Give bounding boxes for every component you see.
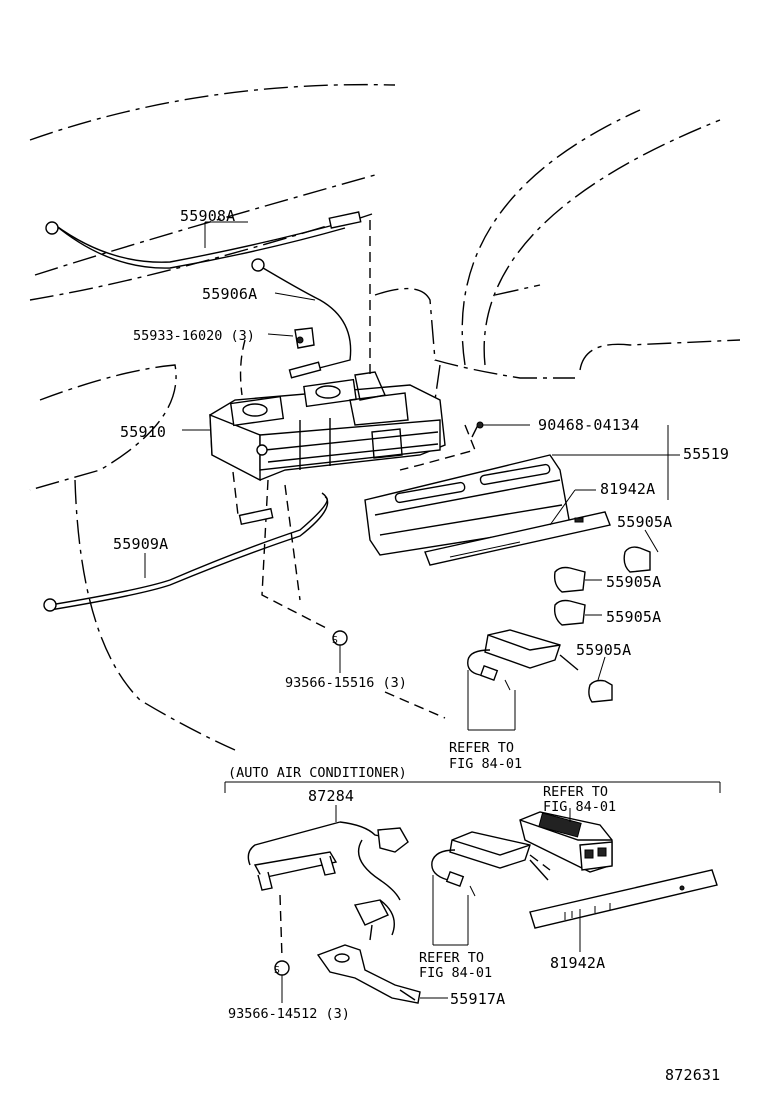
clip-55933 [267, 327, 315, 349]
label-refer-mid-2: FIG 84-01 [543, 799, 616, 815]
cable-55908A [45, 211, 373, 269]
label-55519: 55519 [683, 445, 729, 463]
screw-93566-15516 [332, 630, 446, 719]
label-55917A: 55917A [450, 990, 505, 1008]
label-81942A-bottom: 81942A [550, 954, 605, 972]
panel-55519 [364, 421, 680, 556]
label-55910: 55910 [120, 423, 166, 441]
bulb-assembly-top [467, 629, 579, 731]
label-refer-mid-1: REFER TO [543, 784, 608, 800]
label-87284: 87284 [308, 787, 354, 805]
display-module [519, 808, 613, 873]
label-55905A-2: 55905A [606, 573, 661, 591]
cable-55906A [251, 258, 352, 379]
strip-81942A-bottom [529, 869, 718, 952]
label-refer-bot-1: REFER TO [419, 950, 484, 966]
label-81942A-top: 81942A [600, 480, 655, 498]
screw-93566-14512 [274, 960, 290, 1003]
label-refer-top-1: REFER TO [449, 740, 514, 756]
dashboard-outline [29, 83, 741, 751]
bulb-assembly-mid [431, 831, 549, 946]
bracket-55917A [316, 944, 448, 1004]
screw-symbol-2: S [274, 965, 280, 976]
label-55905A-3: 55905A [606, 608, 661, 626]
label-refer-bot-2: FIG 84-01 [419, 965, 492, 981]
section-title: (AUTO AIR CONDITIONER) [228, 765, 407, 781]
label-55908A: 55908A [180, 207, 235, 225]
section-bracket [224, 781, 721, 793]
strip-81942A-top [424, 489, 611, 566]
label-55906A: 55906A [202, 285, 257, 303]
label-93566-15516: 93566-15516 (3) [285, 675, 407, 691]
screw-symbol-1: S [332, 635, 338, 646]
part-labels: 55908A 55906A 55933-16020 (3) 55910 9046… [113, 207, 729, 1084]
sensor-87284 [247, 805, 409, 941]
figure-id: 872631 [665, 1066, 720, 1084]
label-55909A: 55909A [113, 535, 168, 553]
knobs-55905A [553, 529, 659, 703]
heater-control-55910 [182, 371, 446, 482]
label-55933-16020: 55933-16020 (3) [133, 328, 255, 344]
label-55905A-1: 55905A [617, 513, 672, 531]
label-55905A-4: 55905A [576, 641, 631, 659]
cable-55909A [43, 492, 329, 612]
label-90468-04134: 90468-04134 [538, 416, 640, 434]
label-93566-14512: 93566-14512 (3) [228, 1006, 350, 1022]
label-refer-top-2: FIG 84-01 [449, 756, 522, 772]
